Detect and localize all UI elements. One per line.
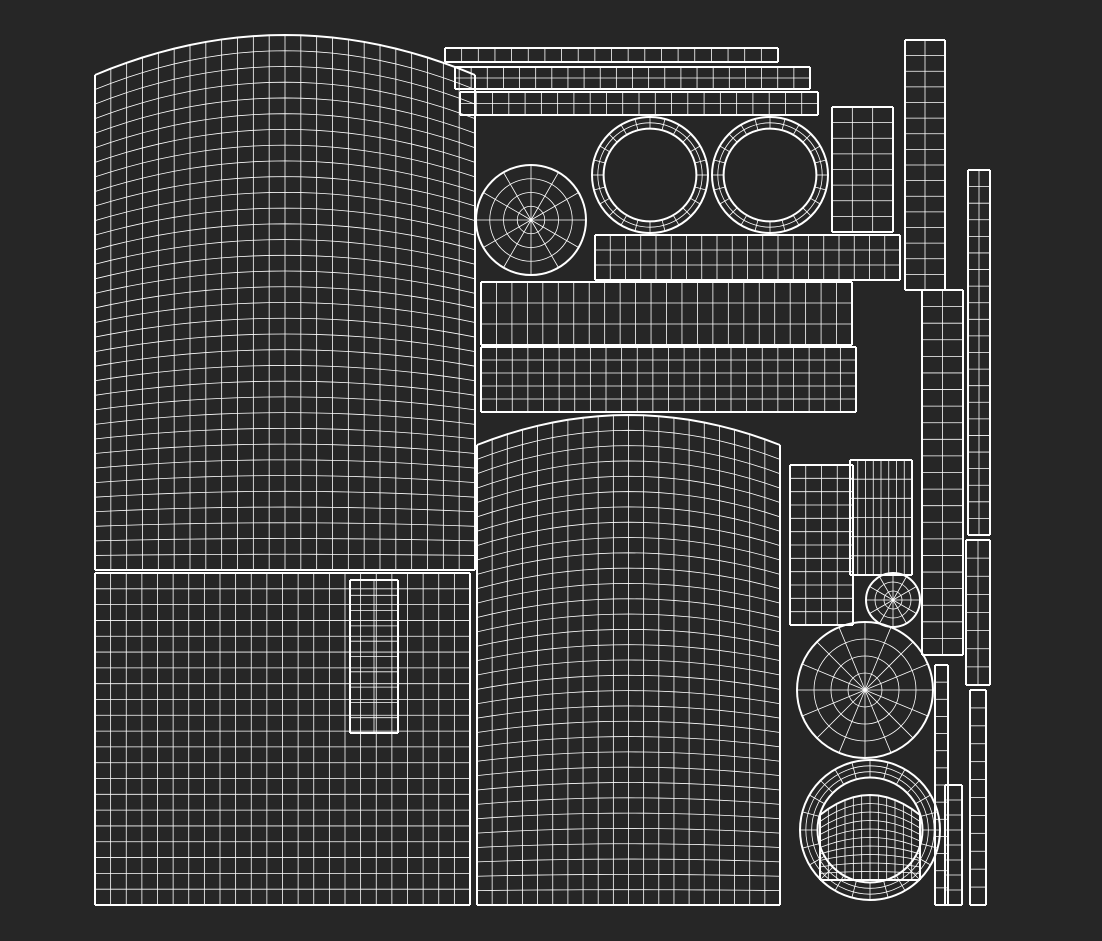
- uv-island-base-ring: [799, 759, 941, 901]
- uv-island-cap-disk: [475, 164, 587, 276]
- uv-island-handle: [349, 579, 399, 734]
- uv-island-tab: [849, 459, 913, 576]
- uv-island-body-lower: [94, 572, 471, 906]
- uv-island-clip: [789, 464, 854, 626]
- uv-island-buckle: [831, 106, 894, 233]
- uv-island-band-b: [480, 346, 857, 413]
- uv-island-body-center: [476, 413, 781, 906]
- uv-island-vert-1: [904, 39, 946, 291]
- uv-island-ring-left: [591, 116, 709, 234]
- uv-island-vert-2: [921, 289, 964, 656]
- uv-island-band-a: [594, 234, 901, 281]
- uv-island-strip-2: [454, 66, 811, 90]
- uv-island-base-disk: [796, 621, 934, 759]
- uv-island-body-upper: [94, 33, 476, 571]
- uv-island-vert-6: [944, 784, 963, 906]
- uv-island-vert-4: [965, 539, 991, 686]
- uv-island-strip-3: [459, 91, 819, 116]
- uv-island-small-disk: [865, 572, 921, 628]
- uv-island-bowl: [819, 793, 921, 881]
- uv-island-strip-1: [444, 47, 779, 63]
- uv-island-arches: [480, 281, 853, 346]
- uv-island-vert-3: [967, 169, 991, 536]
- uv-island-ring-right: [711, 116, 829, 234]
- uv-island-vert-7: [969, 689, 987, 906]
